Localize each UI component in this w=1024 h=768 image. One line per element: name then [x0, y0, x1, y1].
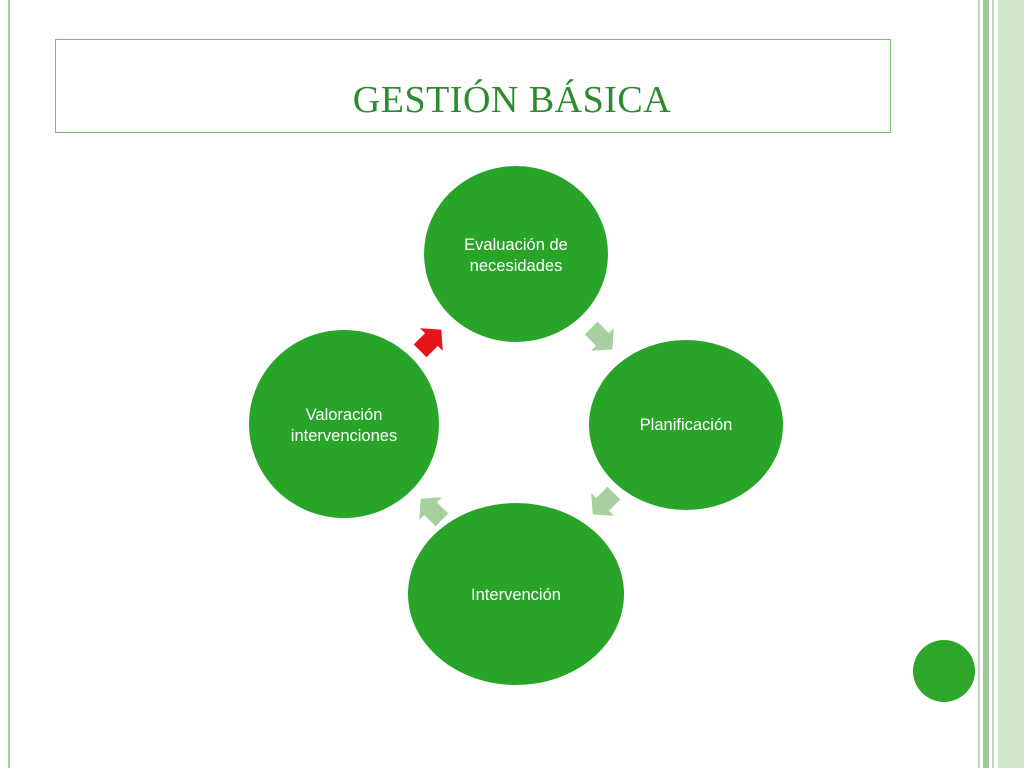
right-border-stripe: [992, 0, 994, 768]
node-label-line: Intervención: [471, 586, 561, 604]
node-valoracion: Valoración intervenciones: [249, 330, 439, 518]
node-label-line: intervenciones: [291, 427, 397, 445]
node-label-line: Evaluación de: [464, 236, 568, 254]
node-intervencion: Intervención: [408, 503, 624, 685]
slide-title: GESTIÓN BÁSICA: [352, 79, 672, 121]
node-label-line: necesidades: [470, 257, 563, 275]
node-planificacion: Planificación: [589, 340, 783, 510]
arrow-intervencion-to-valoracion: [419, 497, 449, 527]
decorative-circle: [913, 640, 975, 702]
node-label-line: Planificación: [640, 416, 733, 434]
title-frame: [55, 39, 891, 133]
right-border-stripe: [978, 0, 980, 768]
right-border-stripe: [983, 0, 989, 768]
node-evaluacion: Evaluación de necesidades: [424, 166, 608, 342]
arrow-evaluacion-to-planificacion: [584, 321, 614, 351]
arrow-planificacion-to-intervencion: [591, 486, 621, 516]
node-label-line: Valoración: [306, 406, 383, 424]
left-border-line: [8, 0, 10, 768]
arrow-valoracion-to-evaluacion-highlight: [413, 328, 443, 358]
right-border-band: [998, 0, 1024, 768]
